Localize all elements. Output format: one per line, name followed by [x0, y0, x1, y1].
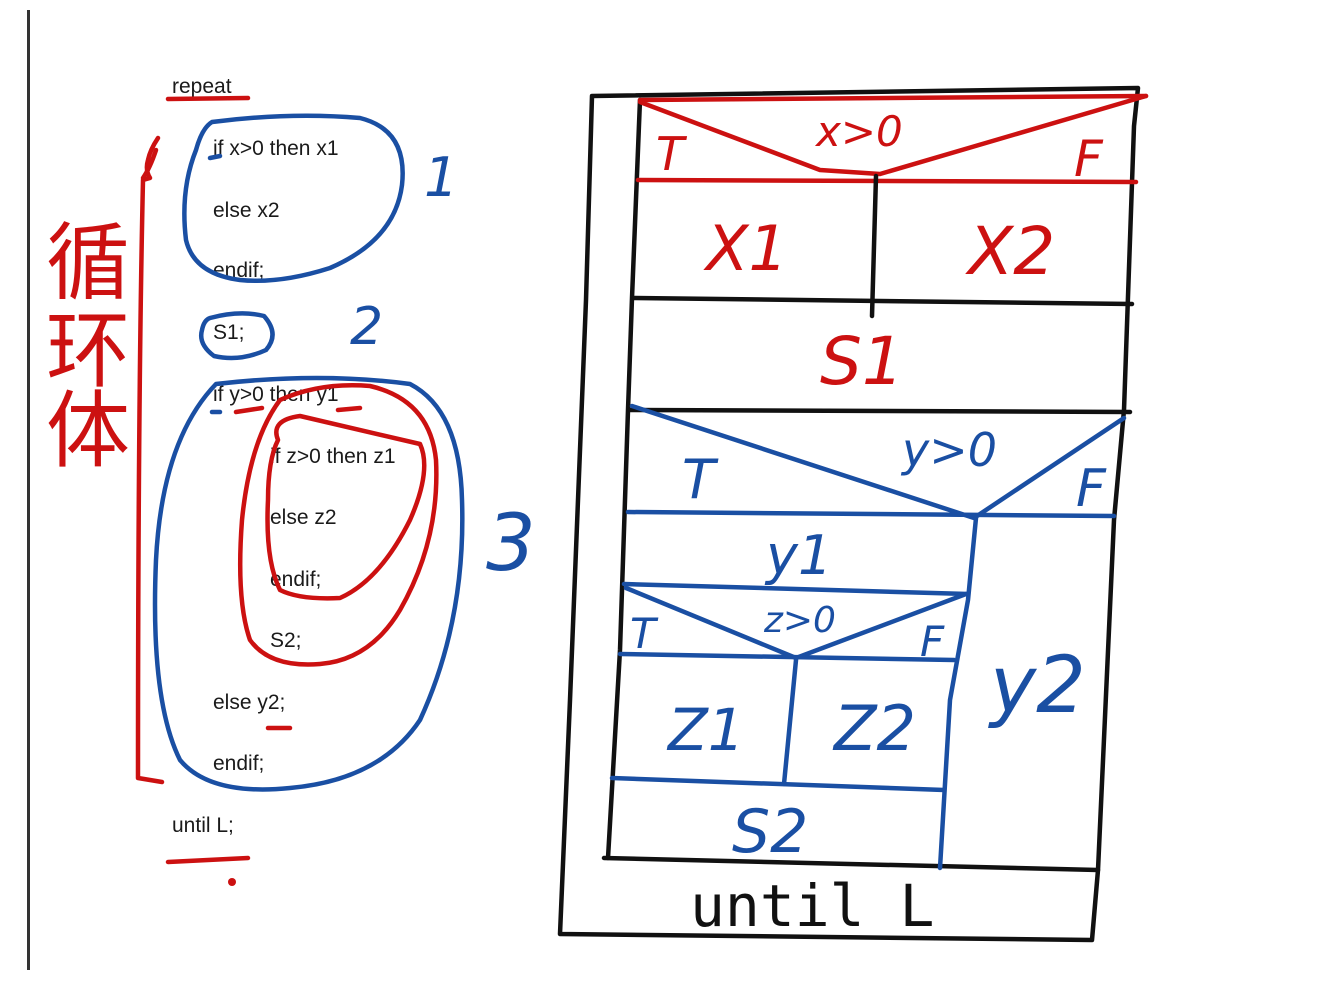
- nsd-z-false: F: [920, 617, 945, 666]
- nsd-y-true: T: [682, 448, 719, 511]
- block-2-loop: [199, 311, 275, 361]
- nsd-x-decision-top: [637, 93, 1149, 103]
- nsd-until-top-line: [601, 855, 1101, 873]
- until-dot: [228, 878, 236, 886]
- y-branch-loop: [237, 383, 439, 667]
- code-endif-y: endif;: [213, 752, 265, 775]
- nsd-x-decision-bottom: [635, 177, 1139, 185]
- nsd-until: until L: [690, 872, 934, 940]
- code-if-z: if z>0 then z1: [270, 445, 396, 468]
- nsd-s1-bottom-line: [627, 407, 1133, 415]
- nsd-s2: S2: [732, 797, 808, 867]
- nsd-z-decision-bottom: [617, 651, 957, 663]
- inner-if-loop-z: [265, 413, 427, 601]
- nsd-y2: y2: [988, 641, 1086, 731]
- nsd-s2-top-line: [609, 775, 947, 793]
- nsd-x-decision-v: [637, 93, 1149, 177]
- block-label-1: 1: [424, 146, 458, 209]
- nsd-x-divider: [869, 173, 879, 319]
- loop-body-char-1: 循: [46, 214, 130, 312]
- code-s2: S2;: [270, 629, 302, 652]
- code-endif-z: endif;: [270, 568, 322, 591]
- code-if-x: if x>0 then x1: [213, 137, 339, 160]
- loop-bracket: [135, 135, 165, 785]
- nsd-z2: Z2: [832, 692, 916, 765]
- block-1-loop: [182, 113, 405, 284]
- nsd-z1: Z1: [666, 696, 745, 764]
- nsd-y-decision-bottom: [625, 509, 1117, 519]
- nsd-y-condition: y>0: [900, 423, 997, 477]
- nsd-y-false: F: [1076, 459, 1107, 519]
- nsd-x-false: F: [1074, 130, 1104, 188]
- code-else-z: else z2: [270, 506, 337, 529]
- nsd-s1: S1: [820, 323, 904, 400]
- until-underline: [165, 855, 251, 865]
- nsd-x2: X2: [965, 213, 1055, 290]
- code-repeat: repeat: [172, 75, 232, 98]
- y1-underline: [233, 405, 363, 415]
- code-else-y: else y2;: [213, 691, 286, 714]
- block-label-3: 3: [486, 499, 536, 589]
- nsd-z-decision-top: [621, 581, 971, 597]
- repeat-underline: [165, 95, 251, 102]
- nsd-z-divider: [781, 657, 799, 787]
- bracket-tick: [140, 147, 159, 181]
- code-until: until L;: [172, 814, 234, 837]
- nsd-s1-top-line: [631, 295, 1135, 307]
- loop-body-char-2: 环: [46, 302, 130, 400]
- loop-body-char-3: 体: [46, 382, 130, 480]
- nsd-z-true: T: [630, 609, 659, 658]
- code-s1: S1;: [213, 321, 245, 344]
- code-else-x: else x2: [213, 199, 280, 222]
- left-margin-line: [27, 10, 30, 970]
- nsd-z-condition: z>0: [763, 600, 836, 641]
- blue-tick-1: [207, 153, 223, 161]
- nsd-x-true: T: [656, 127, 688, 181]
- nsd-x-condition: x>0: [814, 107, 903, 156]
- nsd-x1: X1: [703, 212, 788, 285]
- block-3-loop: [152, 375, 465, 792]
- block-label-2: 2: [350, 297, 383, 357]
- nsd-inner-left-rail: [605, 97, 643, 861]
- nsd-y1: y1: [764, 524, 832, 587]
- nsd-y-right-divider: [937, 515, 979, 871]
